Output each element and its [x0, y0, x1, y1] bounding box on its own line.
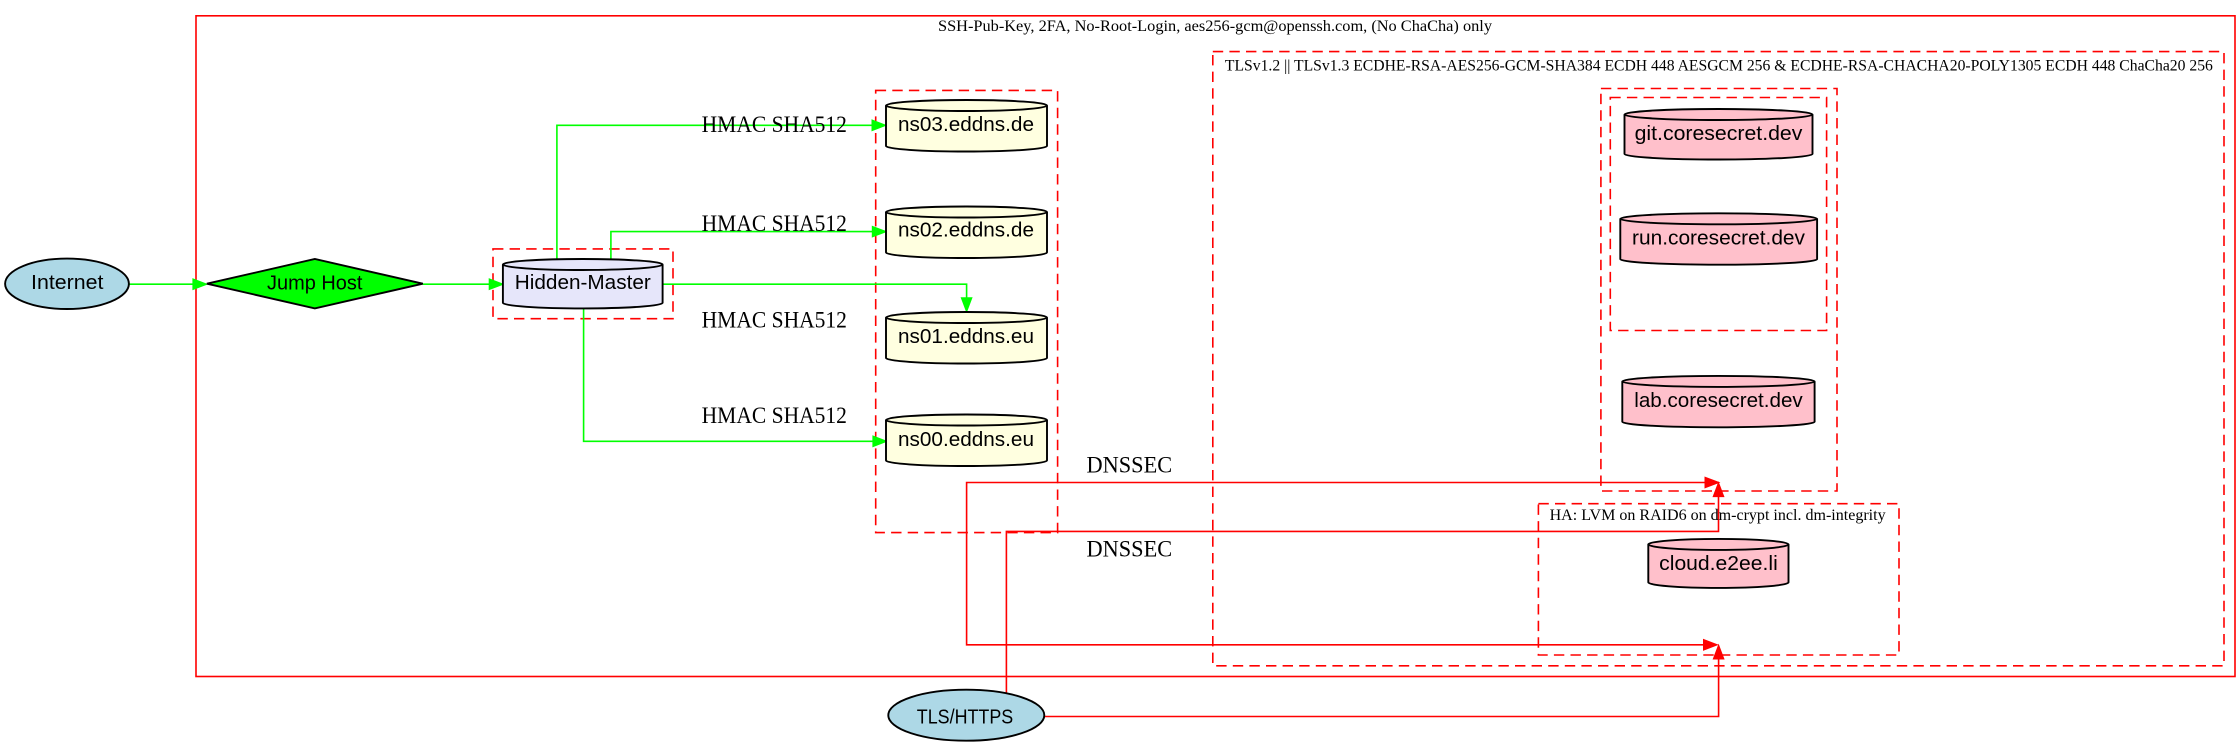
svg-text:Internet: Internet — [31, 271, 104, 294]
svg-text:HMAC SHA512: HMAC SHA512 — [702, 307, 847, 333]
svg-text:lab.coresecret.dev: lab.coresecret.dev — [1634, 389, 1803, 412]
svg-text:DNSSEC: DNSSEC — [1087, 536, 1173, 562]
svg-text:ns03.eddns.de: ns03.eddns.de — [898, 113, 1034, 136]
svg-text:Jump Host: Jump Host — [267, 272, 363, 295]
svg-text:TLS/HTTPS: TLS/HTTPS — [917, 706, 1013, 729]
svg-text:cloud.e2ee.li: cloud.e2ee.li — [1659, 552, 1778, 575]
svg-text:ns02.eddns.de: ns02.eddns.de — [898, 219, 1034, 242]
svg-text:HMAC SHA512: HMAC SHA512 — [702, 211, 847, 237]
svg-text:HA: LVM on RAID6 on dm-crypt i: HA: LVM on RAID6 on dm-crypt incl. dm-in… — [1550, 507, 1886, 524]
svg-text:git.coresecret.dev: git.coresecret.dev — [1635, 122, 1804, 145]
svg-text:Hidden-Master: Hidden-Master — [515, 271, 651, 294]
svg-text:SSH-Pub-Key, 2FA, No-Root-Logi: SSH-Pub-Key, 2FA, No-Root-Login, aes256-… — [938, 18, 1492, 35]
svg-text:HMAC SHA512: HMAC SHA512 — [702, 112, 847, 138]
svg-text:ns00.eddns.eu: ns00.eddns.eu — [898, 428, 1034, 451]
svg-text:HMAC SHA512: HMAC SHA512 — [702, 403, 847, 429]
svg-text:TLSv1.2 || TLSv1.3 ECDHE-RSA-A: TLSv1.2 || TLSv1.3 ECDHE-RSA-AES256-GCM-… — [1225, 57, 2213, 74]
svg-text:DNSSEC: DNSSEC — [1087, 453, 1173, 479]
svg-text:ns01.eddns.eu: ns01.eddns.eu — [898, 325, 1034, 348]
svg-text:run.coresecret.dev: run.coresecret.dev — [1632, 227, 1806, 250]
